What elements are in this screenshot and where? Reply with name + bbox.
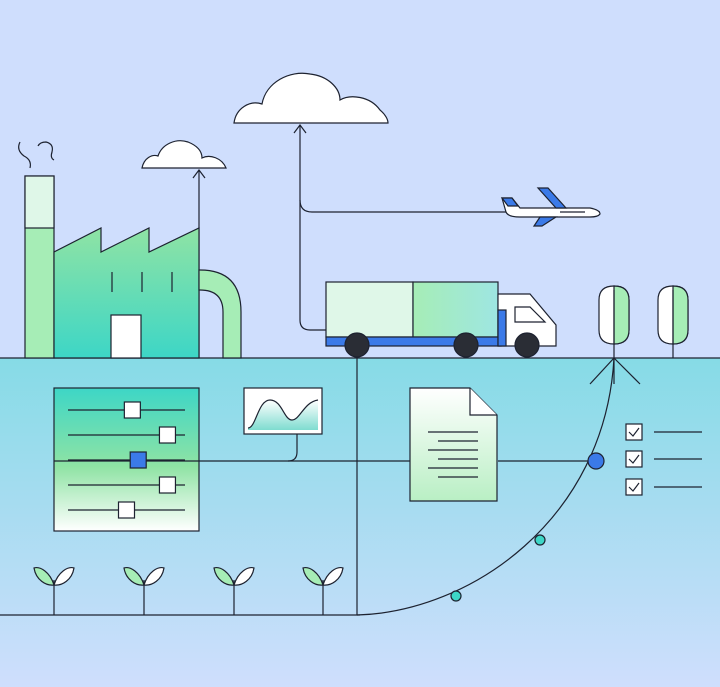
slider-row: [68, 426, 185, 444]
check-icon: [628, 454, 640, 464]
slider-row: [68, 501, 185, 519]
checklist-icon: [625, 423, 702, 496]
slider-knob: [129, 451, 147, 469]
slider-panel-icon: [53, 387, 200, 532]
slider-row: [68, 476, 185, 494]
wave-chart-icon: [243, 387, 323, 435]
tree-icon: [657, 285, 689, 358]
factory-icon: [24, 175, 242, 359]
checkbox: [625, 450, 643, 468]
document-icon: [409, 387, 498, 502]
slider-knob: [158, 426, 177, 444]
delivery-truck-icon: [325, 281, 557, 358]
checklist-item: [625, 423, 702, 441]
cloud-icon: [233, 72, 389, 124]
sprout-icon: [33, 567, 75, 615]
checkbox: [625, 478, 643, 496]
data-node: [587, 452, 605, 470]
slider-rows: [68, 401, 185, 519]
slider-knob: [123, 401, 141, 419]
cloud-icon: [141, 140, 227, 169]
sprout-icon: [123, 567, 165, 615]
tree-icon: [598, 285, 630, 358]
airplane-icon: [500, 187, 601, 227]
checklist-item: [625, 478, 702, 496]
sprout-icon: [302, 567, 344, 615]
sprouts: [33, 567, 344, 615]
checkbox: [625, 423, 643, 441]
checklist-item: [625, 450, 702, 468]
data-node: [534, 534, 546, 546]
slider-row: [68, 451, 185, 469]
check-icon: [628, 482, 640, 492]
slider-knob: [158, 476, 177, 494]
data-node: [450, 590, 462, 602]
check-icon: [628, 427, 640, 437]
sprout-icon: [213, 567, 255, 615]
slider-row: [68, 401, 185, 419]
smoke-icon: [18, 141, 55, 169]
slider-knob: [117, 501, 136, 519]
flow-lines: [0, 124, 641, 616]
